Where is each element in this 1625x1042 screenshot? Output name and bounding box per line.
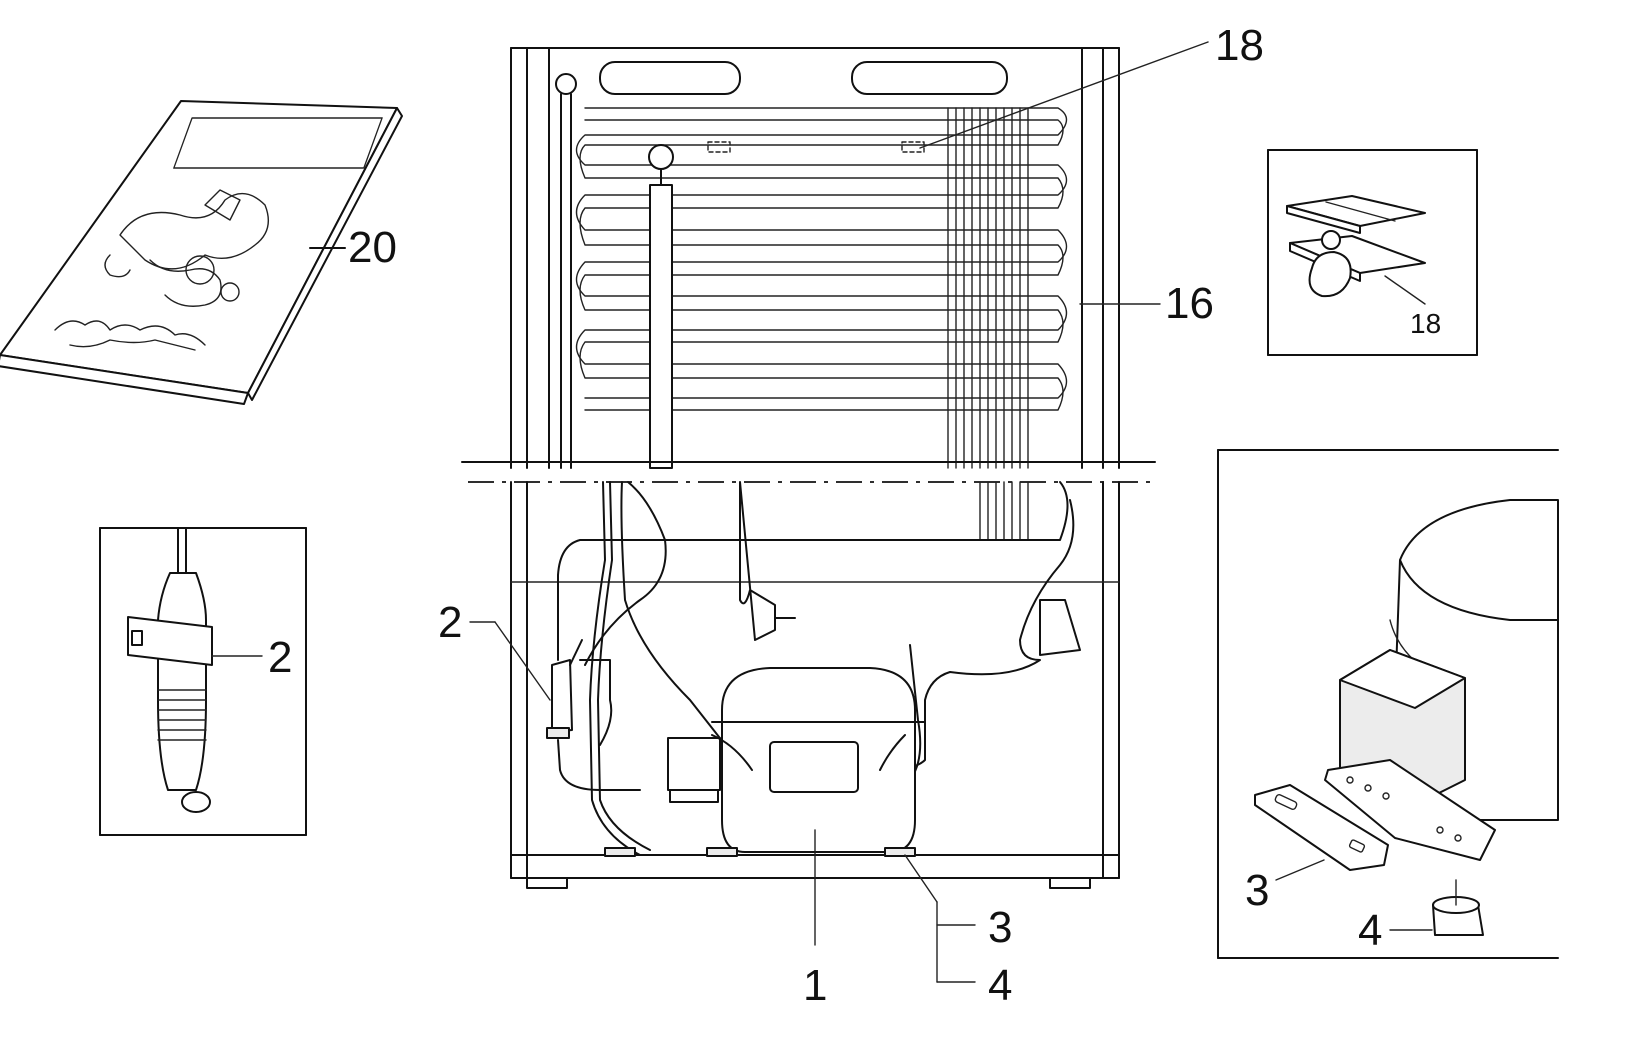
user-manual-booklet: [0, 100, 403, 405]
callout-leaders-main: [469, 41, 1209, 983]
thermostat-detail-panel: [99, 527, 307, 836]
clip-detail-panel: [1267, 149, 1478, 356]
callout-18-detail: 18: [1410, 308, 1441, 339]
callout-4-detail: 4: [1358, 906, 1382, 955]
callout-4-main: 4: [988, 961, 1012, 1010]
callout-3-main: 3: [988, 903, 1012, 952]
callout-1: 1: [803, 961, 827, 1010]
callout-20: 20: [348, 223, 397, 272]
callout-16: 16: [1165, 279, 1214, 328]
callout-18: 18: [1215, 21, 1264, 70]
callout-2-detail: 2: [268, 633, 292, 682]
compressor-detail-panel: [1217, 449, 1559, 959]
callout-2-main: 2: [438, 598, 462, 647]
refrigerator-rear-view: [461, 47, 1156, 889]
callout-3-detail: 3: [1245, 866, 1269, 915]
